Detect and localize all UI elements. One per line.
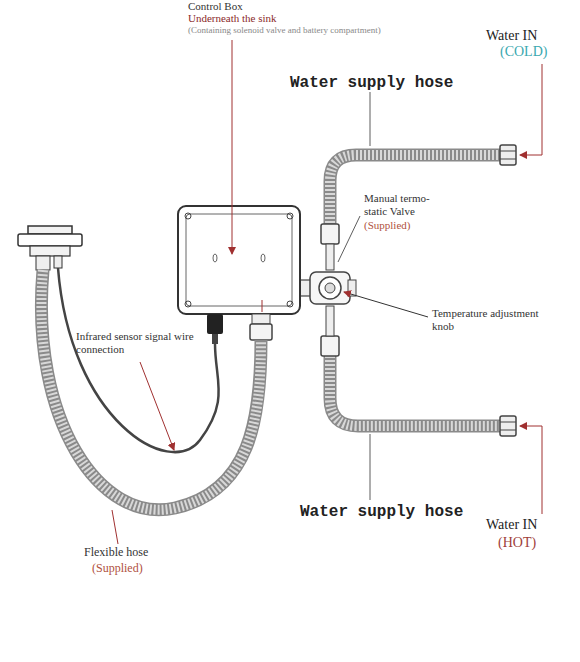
part-note: Underneath the sink <box>188 12 277 25</box>
inlet-note: (HOT) <box>498 535 536 551</box>
supplied-note: (Supplied) <box>364 219 410 232</box>
part-title: Control Box <box>188 0 243 13</box>
inlet-label: Water IN <box>486 28 537 44</box>
wire-label: Infrared sensor signal wire connection <box>76 330 216 355</box>
hose-label: Flexible hose <box>84 546 148 560</box>
knob-label: Temperature adjustment knob <box>432 307 542 332</box>
hose-label: Water supply hose <box>290 74 453 92</box>
hose-label: Water supply hose <box>300 503 463 521</box>
inlet-label: Water IN <box>486 517 537 533</box>
part-note: (Containing solenoid valve and battery c… <box>188 25 381 35</box>
inlet-note: (COLD) <box>500 44 547 60</box>
valve-label: Manual termo-static Valve <box>364 192 444 217</box>
supplied-note: (Supplied) <box>92 562 143 576</box>
